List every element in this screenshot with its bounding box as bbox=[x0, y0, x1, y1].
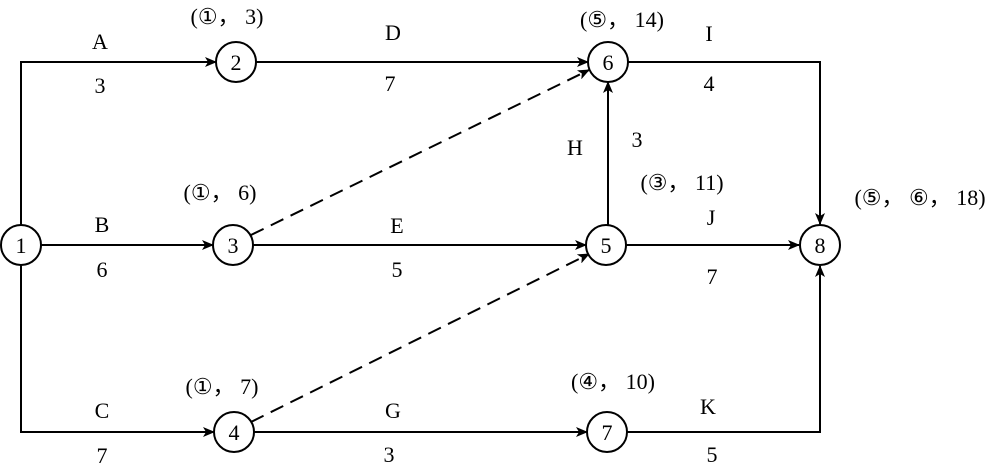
node-8: 8 bbox=[799, 224, 841, 266]
activity-H-name: H bbox=[567, 135, 583, 160]
node-5-label: 5 bbox=[601, 233, 612, 258]
node-3-annotation: (①， 6) bbox=[184, 180, 257, 205]
activity-E-duration: 5 bbox=[392, 257, 403, 282]
node-4-annotation: (①， 7) bbox=[186, 374, 259, 399]
node-4: 4 bbox=[213, 411, 255, 453]
dummy-arrow-4-5 bbox=[250, 253, 590, 423]
node-7: 7 bbox=[586, 411, 628, 453]
activity-G-duration: 3 bbox=[384, 442, 395, 466]
node-8-label: 8 bbox=[815, 233, 826, 258]
activity-A-duration: 3 bbox=[95, 73, 106, 98]
activity-C-duration: 7 bbox=[97, 443, 108, 466]
activity-J-duration: 7 bbox=[707, 264, 718, 289]
activity-J-name: J bbox=[707, 205, 716, 230]
activity-B-name: B bbox=[95, 212, 110, 237]
node-7-annotation: (④， 10) bbox=[571, 369, 655, 394]
node-3-label: 3 bbox=[228, 233, 239, 258]
activity-K-name: K bbox=[700, 394, 716, 419]
node-2-label: 2 bbox=[231, 50, 242, 75]
node-8-annotation: (⑤， ⑥， 18) bbox=[854, 185, 985, 210]
activity-C-name: C bbox=[95, 398, 110, 423]
activity-K-duration: 5 bbox=[707, 442, 718, 466]
activity-D-name: D bbox=[385, 20, 401, 45]
activity-I-name: I bbox=[705, 21, 712, 46]
activity-G-name: G bbox=[385, 398, 401, 423]
activity-B-duration: 6 bbox=[97, 257, 108, 282]
node-6-label: 6 bbox=[603, 50, 614, 75]
node-5: 5 bbox=[585, 224, 627, 266]
activity-H-duration: 3 bbox=[632, 127, 643, 152]
node-2: 2 bbox=[215, 41, 257, 83]
arrow-C bbox=[20, 265, 215, 437]
arrow-K bbox=[627, 265, 825, 433]
node-4-label: 4 bbox=[229, 420, 240, 445]
arrow-A bbox=[20, 57, 217, 225]
node-1-label: 1 bbox=[16, 233, 27, 258]
node-1: 1 bbox=[0, 224, 42, 266]
node-6-annotation: (⑤， 14) bbox=[580, 7, 664, 32]
dummy-arrow-3-6 bbox=[250, 69, 590, 236]
activity-I-duration: 4 bbox=[704, 71, 715, 96]
node-5-annotation: (③， 11) bbox=[640, 170, 723, 195]
node-7-label: 7 bbox=[602, 420, 613, 445]
activity-A-name: A bbox=[92, 29, 108, 54]
node-3: 3 bbox=[212, 224, 254, 266]
node-2-annotation: (①， 3) bbox=[191, 4, 264, 29]
activity-D-duration: 7 bbox=[385, 71, 396, 96]
activity-E-name: E bbox=[390, 213, 403, 238]
node-6: 6 bbox=[587, 41, 629, 83]
arrow-I bbox=[628, 61, 825, 225]
